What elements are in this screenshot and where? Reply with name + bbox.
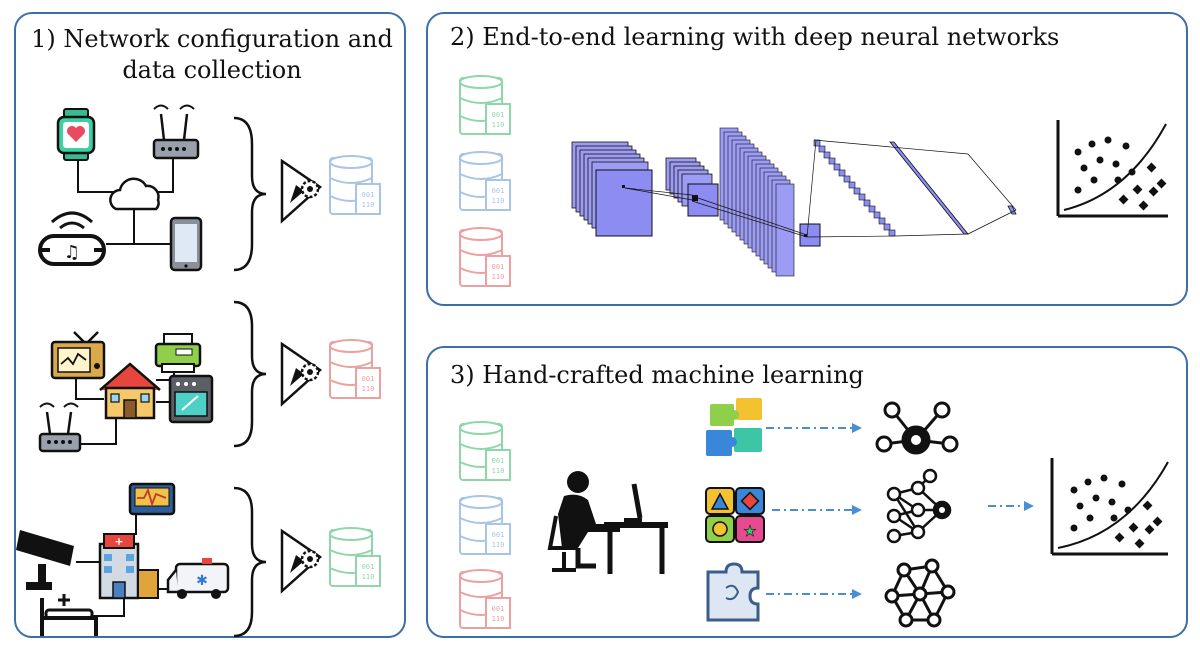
database-icon: 001 110 (329, 527, 381, 587)
neural-network-icon (886, 468, 952, 544)
database-icon: 001 110 (459, 495, 511, 555)
printer-icon (154, 333, 202, 373)
heart-monitor-icon (128, 482, 176, 516)
database-icon: 001 110 (459, 151, 511, 211)
puzzle-pieces-icon (706, 398, 762, 456)
database-icon: 001 110 (329, 339, 381, 399)
shapes-blocks-icon: ★ (705, 487, 765, 543)
scatter-plot-icon (1056, 120, 1168, 218)
panel-title-deep-learning: 2) End-to-end learning with deep neural … (450, 23, 1060, 51)
ambulance-icon: ✱ (166, 558, 230, 599)
binary-top: 001 (362, 563, 375, 571)
binary-bottom: 110 (492, 197, 505, 205)
hospital-bed-icon (40, 594, 98, 636)
dense-layer-1 (889, 141, 969, 235)
conv-layer-3 (719, 127, 821, 277)
binary-top: 001 (492, 187, 505, 195)
house-icon (99, 362, 161, 420)
binary-top: 001 (362, 191, 375, 199)
binary-bottom: 110 (492, 121, 505, 129)
binary-top: 001 (362, 375, 375, 383)
binary-bottom: 110 (492, 541, 505, 549)
panel-network-configuration: 1) Network configuration and data collec… (14, 12, 406, 638)
deep-learning-diagram: 001 110 001 110 001 110 (459, 75, 1168, 287)
dense-layer-2 (1007, 205, 1017, 215)
database-icon: 001 110 (459, 421, 511, 481)
database-icon: 001 110 (459, 569, 511, 629)
binary-bottom: 110 (492, 615, 505, 623)
binary-top: 001 (492, 457, 505, 465)
group-smart-home: 001 110 (38, 300, 381, 453)
dashed-arrows (766, 423, 1034, 599)
database-icon: 001 110 (459, 227, 511, 287)
cloud-icon (109, 177, 160, 211)
svg-text:✱: ✱ (196, 573, 208, 589)
curly-brace (233, 486, 267, 638)
collector-icon (280, 158, 323, 224)
conv-layer-4 (813, 139, 896, 237)
binary-bottom: 110 (362, 573, 375, 581)
hospital-icon: + (98, 533, 159, 600)
binary-top: 001 (492, 605, 505, 613)
collector-icon (280, 528, 323, 594)
binary-bottom: 110 (492, 273, 505, 281)
database-icon: 001 110 (459, 75, 511, 135)
binary-top: 001 (492, 531, 505, 539)
graph-network-icon (884, 558, 956, 628)
puzzle-outline-icon (706, 562, 760, 622)
svg-text:♫: ♫ (64, 242, 80, 263)
group-healthcare: + ✱ (16, 482, 381, 638)
binary-bottom: 110 (492, 467, 505, 475)
oven-icon (168, 374, 214, 424)
panel-deep-learning: 2) End-to-end learning with deep neural … (426, 12, 1188, 306)
conv-layer-2 (665, 157, 719, 217)
router-icon (152, 104, 200, 160)
handcrafted-diagram: 001 110 001 110 001 110 (459, 398, 1169, 629)
vr-headset-icon: ♫ (38, 211, 106, 266)
security-camera-icon (16, 530, 74, 590)
panel-title-collection: 1) Network configuration and data collec… (31, 25, 393, 84)
scatter-plot-icon (1050, 458, 1169, 556)
collector-icon (280, 341, 323, 407)
curly-brace (233, 116, 267, 272)
svg-text:★: ★ (743, 522, 756, 540)
group-personal-devices: ♫ 001 110 (38, 104, 381, 272)
panel-title-handcrafted: 3) Hand-crafted machine learning (450, 361, 864, 389)
collection-diagram: ♫ 001 110 (16, 104, 381, 638)
svg-text:+: + (114, 535, 123, 548)
conv-layer-1 (571, 141, 653, 237)
ml-model-gear-icon (875, 401, 959, 455)
smartwatch-icon (56, 108, 96, 161)
person-at-desk-icon (547, 471, 668, 574)
database-icon: 001 110 (329, 155, 381, 215)
curly-brace (233, 300, 267, 448)
television-icon (50, 331, 106, 380)
panel-handcrafted-ml: 3) Hand-crafted machine learning 001 110… (426, 346, 1188, 638)
binary-bottom: 110 (362, 385, 375, 393)
binary-top: 001 (492, 263, 505, 271)
binary-bottom: 110 (362, 201, 375, 209)
router-icon (38, 402, 82, 453)
binary-top: 001 (492, 111, 505, 119)
cnn-architecture (571, 127, 1017, 277)
smartphone-icon (169, 216, 203, 272)
